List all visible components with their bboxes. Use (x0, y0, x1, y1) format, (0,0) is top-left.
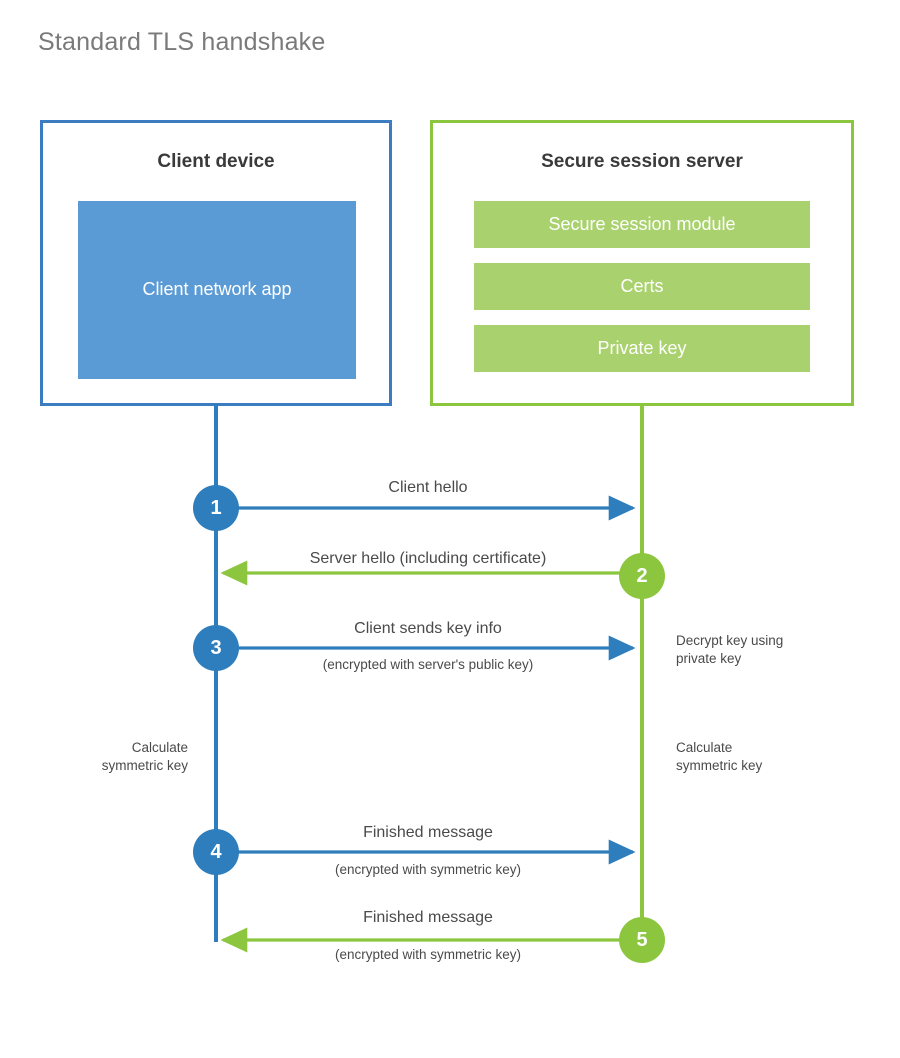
page-title: Standard TLS handshake (38, 28, 326, 56)
step-number: 3 (210, 636, 222, 659)
message-label-step-1: Client hello (388, 479, 468, 496)
step-circle-2[interactable]: 2 (619, 553, 665, 599)
client-device-title: Client device (157, 151, 275, 172)
message-sublabel-step-5: (encrypted with symmetric key) (334, 947, 522, 962)
step-number: 4 (210, 840, 222, 863)
client-network-app-label: Client network app (142, 279, 292, 300)
step-number: 2 (636, 564, 648, 587)
step-circle-3[interactable]: 3 (193, 625, 239, 671)
secure-session-server-title: Secure session server (541, 151, 743, 172)
client-network-app-block: Client network app (78, 201, 356, 379)
message-label-step-4: Finished message (363, 824, 493, 841)
step-number: 1 (210, 496, 222, 519)
message-label-step-2: Server hello (including certificate) (309, 550, 547, 567)
note-client-calculate-symmetric-key: Calculate symmetric key (101, 740, 188, 774)
server-module-label: Certs (620, 275, 664, 296)
step-circle-1[interactable]: 1 (193, 485, 239, 531)
server-module-private-key: Private key (474, 325, 810, 372)
secure-session-server-box: Secure session server Secure session mod… (430, 120, 854, 406)
message-label-step-3: Client sends key info (354, 620, 502, 637)
server-module-secure-session-module: Secure session module (474, 201, 810, 248)
message-label-step-5: Finished message (363, 909, 493, 926)
message-sublabel-step-4: (encrypted with symmetric key) (334, 862, 522, 877)
client-lifeline (214, 404, 218, 942)
message-sublabel-step-3: (encrypted with server's public key) (322, 657, 534, 672)
step-number: 5 (636, 928, 648, 951)
server-module-label: Secure session module (548, 213, 736, 234)
server-lifeline (640, 404, 644, 942)
note-server-calculate-symmetric-key: Calculate symmetric key (676, 740, 763, 774)
server-module-certs: Certs (474, 263, 810, 310)
step-circle-5[interactable]: 5 (619, 917, 665, 963)
step-circle-4[interactable]: 4 (193, 829, 239, 875)
server-module-label: Private key (597, 337, 687, 358)
client-device-box: Client device Client network app (40, 120, 392, 406)
note-decrypt-key: Decrypt key using private key (676, 633, 784, 667)
